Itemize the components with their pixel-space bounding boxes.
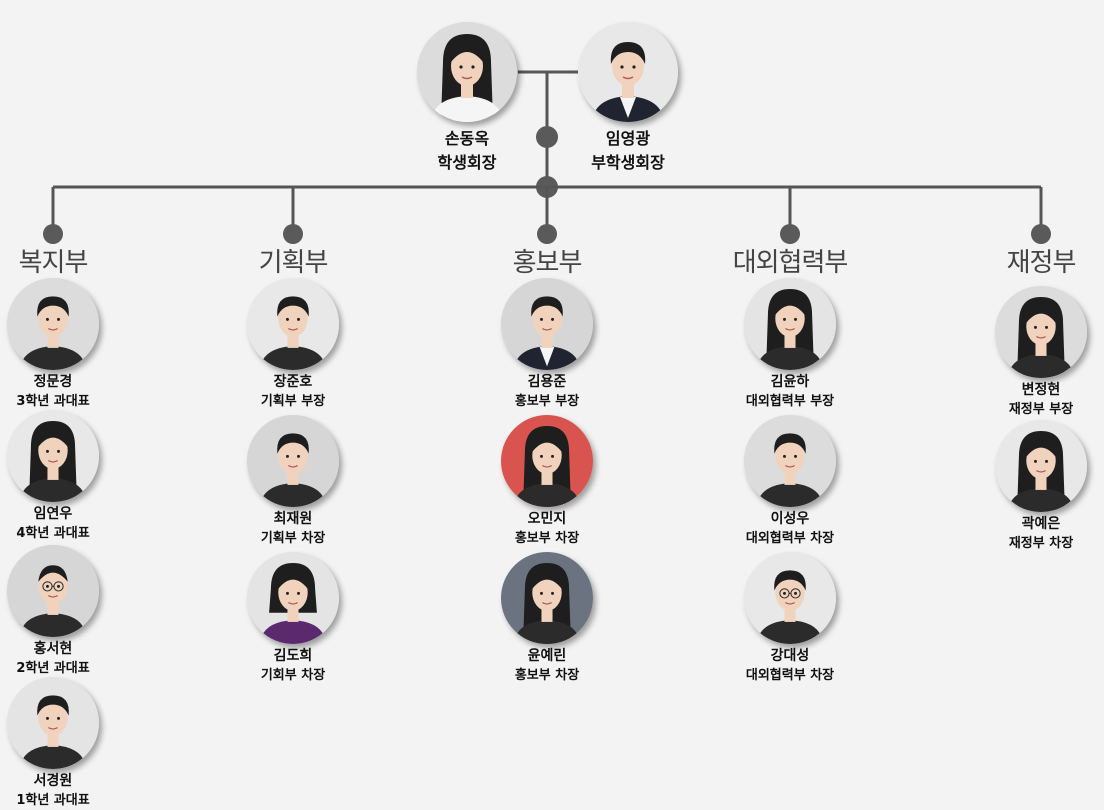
portrait-icon [744, 278, 836, 370]
dept-title: 홍보부 [512, 247, 583, 277]
leader-node [536, 126, 558, 148]
dept-node [537, 224, 557, 244]
member-name: 윤예린 [527, 648, 567, 664]
member-name: 김도희 [273, 648, 313, 664]
member-name: 강대성 [770, 648, 810, 664]
portrait-icon [247, 415, 339, 507]
member-name: 정문경 [33, 374, 73, 390]
member-photo [501, 552, 593, 644]
portrait-icon [7, 677, 99, 769]
dept-node [283, 224, 303, 244]
member-role: 기획부 차장 [260, 531, 326, 546]
member-name: 이성우 [770, 511, 810, 527]
member-role: 홍보부 부장 [514, 394, 580, 409]
dept-title: 대외협력부 [732, 247, 849, 277]
member-name: 홍서현 [33, 641, 73, 657]
member-photo [247, 278, 339, 370]
member-photo [247, 552, 339, 644]
member-name: 곽예은 [1021, 516, 1061, 532]
member-role: 기획부 부장 [260, 394, 326, 409]
member-role: 기회부 차장 [260, 668, 326, 683]
member-photo [501, 415, 593, 507]
dept-node [1031, 224, 1051, 244]
member-role: 1학년 과대표 [16, 793, 90, 808]
member-name: 임영광 [605, 129, 651, 148]
portrait-icon [501, 552, 593, 644]
member-photo [7, 410, 99, 502]
member-photo [7, 278, 99, 370]
member-name: 변정현 [1021, 382, 1061, 398]
portrait-icon [247, 552, 339, 644]
member-name: 오민지 [527, 511, 567, 527]
member-role: 부학생회장 [591, 153, 665, 172]
portrait-icon [7, 410, 99, 502]
member-card: 서경원 1학년 과대표 [0, 677, 128, 810]
member-role: 대외협력부 부장 [745, 394, 835, 409]
member-card: 홍서현 2학년 과대표 [0, 545, 128, 678]
member-card: 정문경 3학년 과대표 [0, 278, 128, 411]
member-role: 4학년 과대표 [16, 526, 90, 541]
dept-title: 복지부 [18, 247, 89, 277]
member-photo [7, 677, 99, 769]
dept-title: 재정부 [1006, 247, 1077, 277]
member-photo [7, 545, 99, 637]
member-role: 학생회장 [437, 153, 497, 172]
member-name: 손동옥 [444, 129, 490, 148]
member-photo [247, 415, 339, 507]
dept-node [780, 224, 800, 244]
member-name: 서경원 [33, 773, 73, 789]
member-photo [417, 22, 517, 122]
member-role: 대외협력부 차장 [745, 531, 835, 546]
member-role: 홍보부 차장 [514, 531, 580, 546]
dept-title: 기획부 [258, 247, 329, 277]
member-photo [578, 22, 678, 122]
portrait-icon [417, 22, 517, 122]
member-photo [744, 415, 836, 507]
member-photo [744, 552, 836, 644]
portrait-icon [744, 415, 836, 507]
member-name: 장준호 [273, 374, 313, 390]
portrait-icon [501, 415, 593, 507]
dept-node [43, 224, 63, 244]
portrait-icon [995, 420, 1087, 512]
member-photo [501, 278, 593, 370]
member-name: 임연우 [33, 506, 73, 522]
member-role: 3학년 과대표 [16, 394, 90, 409]
portrait-icon [247, 278, 339, 370]
member-role: 홍보부 차장 [514, 668, 580, 683]
member-card: 임연우 4학년 과대표 [0, 410, 128, 543]
member-name: 최재원 [273, 511, 313, 527]
portrait-icon [578, 22, 678, 122]
portrait-icon [501, 278, 593, 370]
member-role: 재정부 부장 [1008, 402, 1074, 417]
portrait-icon [7, 278, 99, 370]
member-role: 2학년 과대표 [16, 661, 90, 676]
member-photo [995, 286, 1087, 378]
portrait-icon [995, 286, 1087, 378]
portrait-icon [7, 545, 99, 637]
portrait-icon [744, 552, 836, 644]
member-photo [995, 420, 1087, 512]
member-role: 재정부 차장 [1008, 536, 1074, 551]
member-photo [744, 278, 836, 370]
member-name: 김윤하 [770, 374, 810, 390]
member-role: 대외협력부 차장 [745, 668, 835, 683]
member-name: 김용준 [527, 374, 567, 390]
